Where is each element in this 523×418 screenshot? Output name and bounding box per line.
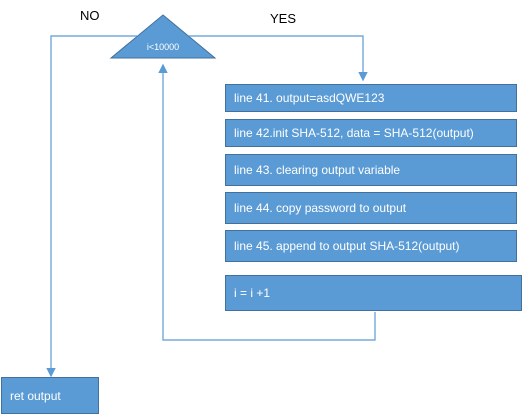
decision-condition: i<10000: [146, 42, 180, 52]
step-line-42: line 42.init SHA-512, data = SHA-512(out…: [225, 119, 517, 147]
terminal-ret-output: ret output: [1, 377, 99, 414]
step-line-44: line 44. copy password to output: [225, 192, 517, 224]
no-branch-connector: [46, 35, 137, 378]
step-line-45: line 45. append to output SHA-512(output…: [225, 230, 517, 262]
loop-back-connector: [158, 63, 376, 341]
yes-branch-connector: [189, 35, 368, 82]
step-increment: i = i +1: [225, 275, 522, 311]
step-line-43: line 43. clearing output variable: [225, 154, 517, 186]
no-label: NO: [80, 8, 100, 23]
yes-label: YES: [270, 11, 297, 26]
step-line-41: line 41. output=asdQWE123: [225, 84, 517, 112]
